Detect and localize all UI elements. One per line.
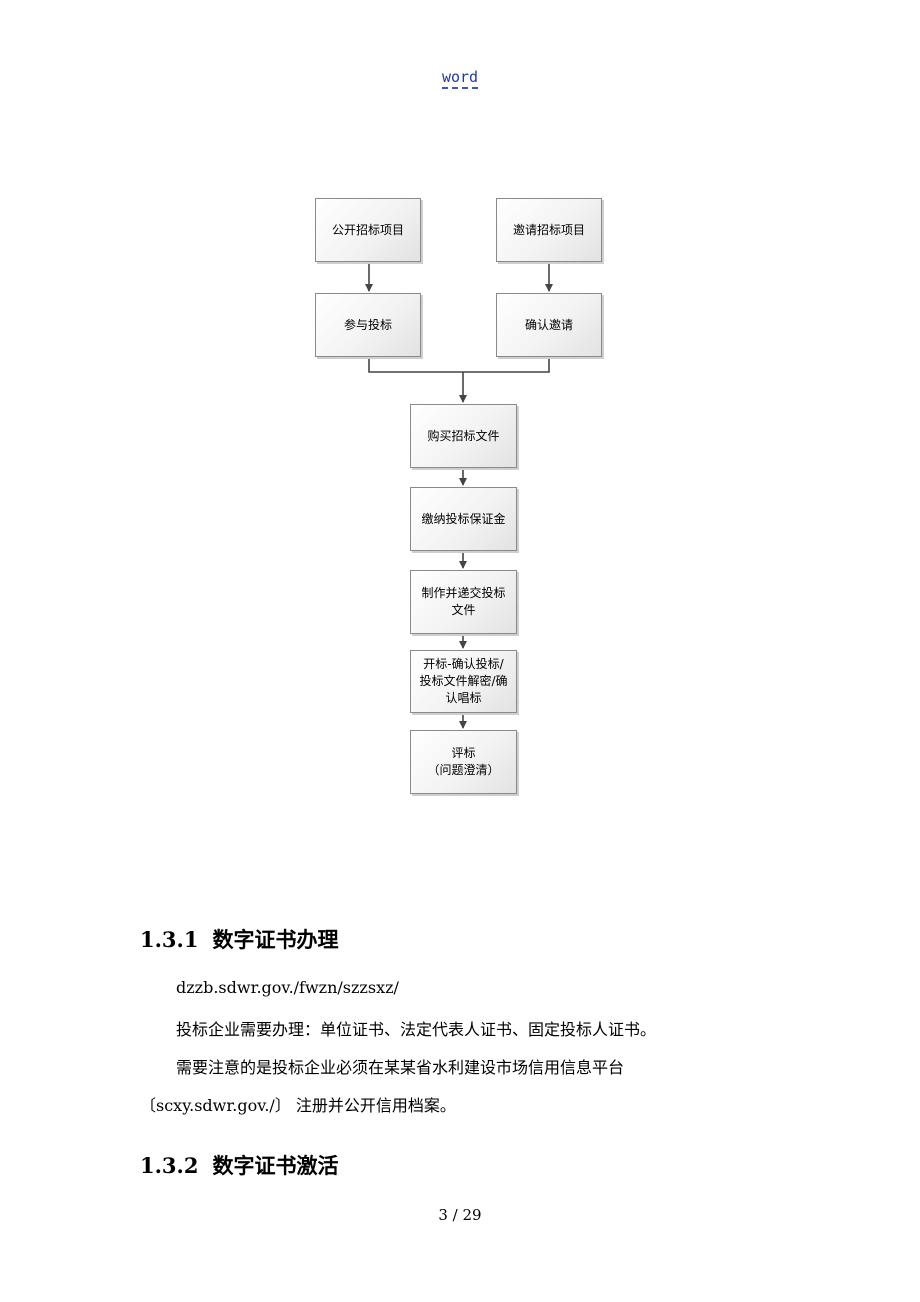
flow-node-buy-docs: 购买招标文件 <box>410 404 517 468</box>
flow-node-participate: 参与投标 <box>315 293 421 357</box>
merge-line <box>368 357 550 373</box>
flow-node-pay-deposit: 缴纳投标保证金 <box>410 487 517 551</box>
header-label: word <box>0 68 920 89</box>
section-title: 数字证书办理 <box>212 927 339 952</box>
flow-node-confirm-invite: 确认邀请 <box>496 293 602 357</box>
section-title: 数字证书激活 <box>212 1153 339 1178</box>
paragraph-url: dzzb.sdwr.gov./fwzn/szzsxz/ <box>176 978 399 997</box>
flow-node-evaluate: 评标 （问题澄清） <box>410 730 517 794</box>
section-heading-1-3-2: 1.3.2 数字证书激活 <box>140 1150 338 1180</box>
paragraph-note-cont: 〔scxy.sdwr.gov./〕 注册并公开信用档案。 <box>140 1096 456 1115</box>
flow-node-make-submit: 制作并递交投标 文件 <box>410 570 517 634</box>
paragraph-note: 需要注意的是投标企业必须在某某省水利建设市场信用信息平台 <box>176 1058 625 1077</box>
section-number: 1.3.1 <box>140 927 199 952</box>
section-number: 1.3.2 <box>140 1153 199 1178</box>
flow-node-open-bid: 开标-确认投标/ 投标文件解密/确 认唱标 <box>410 650 517 713</box>
paragraph-certificates: 投标企业需要办理：单位证书、法定代表人证书、固定投标人证书。 <box>176 1020 657 1039</box>
flow-node-public-project: 公开招标项目 <box>315 198 421 262</box>
flow-node-invite-project: 邀请招标项目 <box>496 198 602 262</box>
page-number: 3 / 29 <box>438 1206 482 1224</box>
section-heading-1-3-1: 1.3.1 数字证书办理 <box>140 924 338 954</box>
